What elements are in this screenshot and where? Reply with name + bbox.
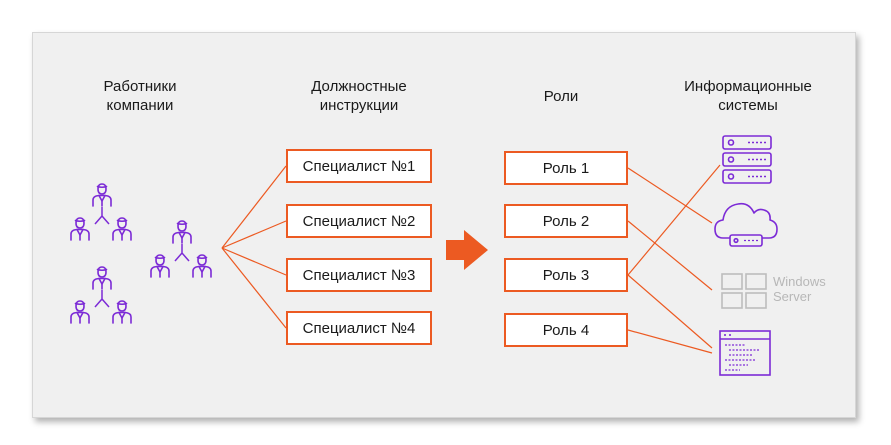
specialist-box-1: Специалист №1 — [286, 149, 432, 183]
cloud-server-icon — [714, 202, 778, 247]
header-employees: Работники компании — [103, 78, 177, 114]
role-box-4: Роль 4 — [504, 313, 628, 347]
person-icon — [92, 183, 112, 207]
person-icon — [92, 266, 112, 290]
role-box-1: Роль 1 — [504, 151, 628, 185]
employee-group-3 — [70, 266, 132, 324]
role-box-3: Роль 3 — [504, 258, 628, 292]
header-instructions: Должностные инструкции — [311, 78, 407, 114]
connectors-employees-to-specialists — [221, 165, 287, 329]
specialist-box-4: Специалист №4 — [286, 311, 432, 345]
person-icon — [172, 220, 192, 244]
connectors-roles-to-systems — [627, 164, 721, 354]
person-icon — [112, 217, 132, 241]
windows-logo-icon — [721, 273, 767, 309]
diagram-card — [32, 32, 856, 418]
person-icon — [150, 254, 170, 278]
specialist-box-2: Специалист №2 — [286, 204, 432, 238]
windows-server-label: Windows Server — [773, 274, 826, 304]
header-systems: Информационные системы — [684, 78, 812, 114]
role-box-2: Роль 2 — [504, 204, 628, 238]
specialist-box-3: Специалист №3 — [286, 258, 432, 292]
arrow-right-icon — [446, 230, 488, 270]
person-icon — [70, 300, 90, 324]
person-icon — [112, 300, 132, 324]
employee-group-1 — [70, 183, 132, 241]
header-roles: Роли — [543, 88, 579, 105]
code-window-icon — [719, 330, 771, 376]
person-icon — [70, 217, 90, 241]
server-rack-icon — [722, 135, 772, 184]
employee-group-2 — [150, 220, 212, 278]
person-icon — [192, 254, 212, 278]
